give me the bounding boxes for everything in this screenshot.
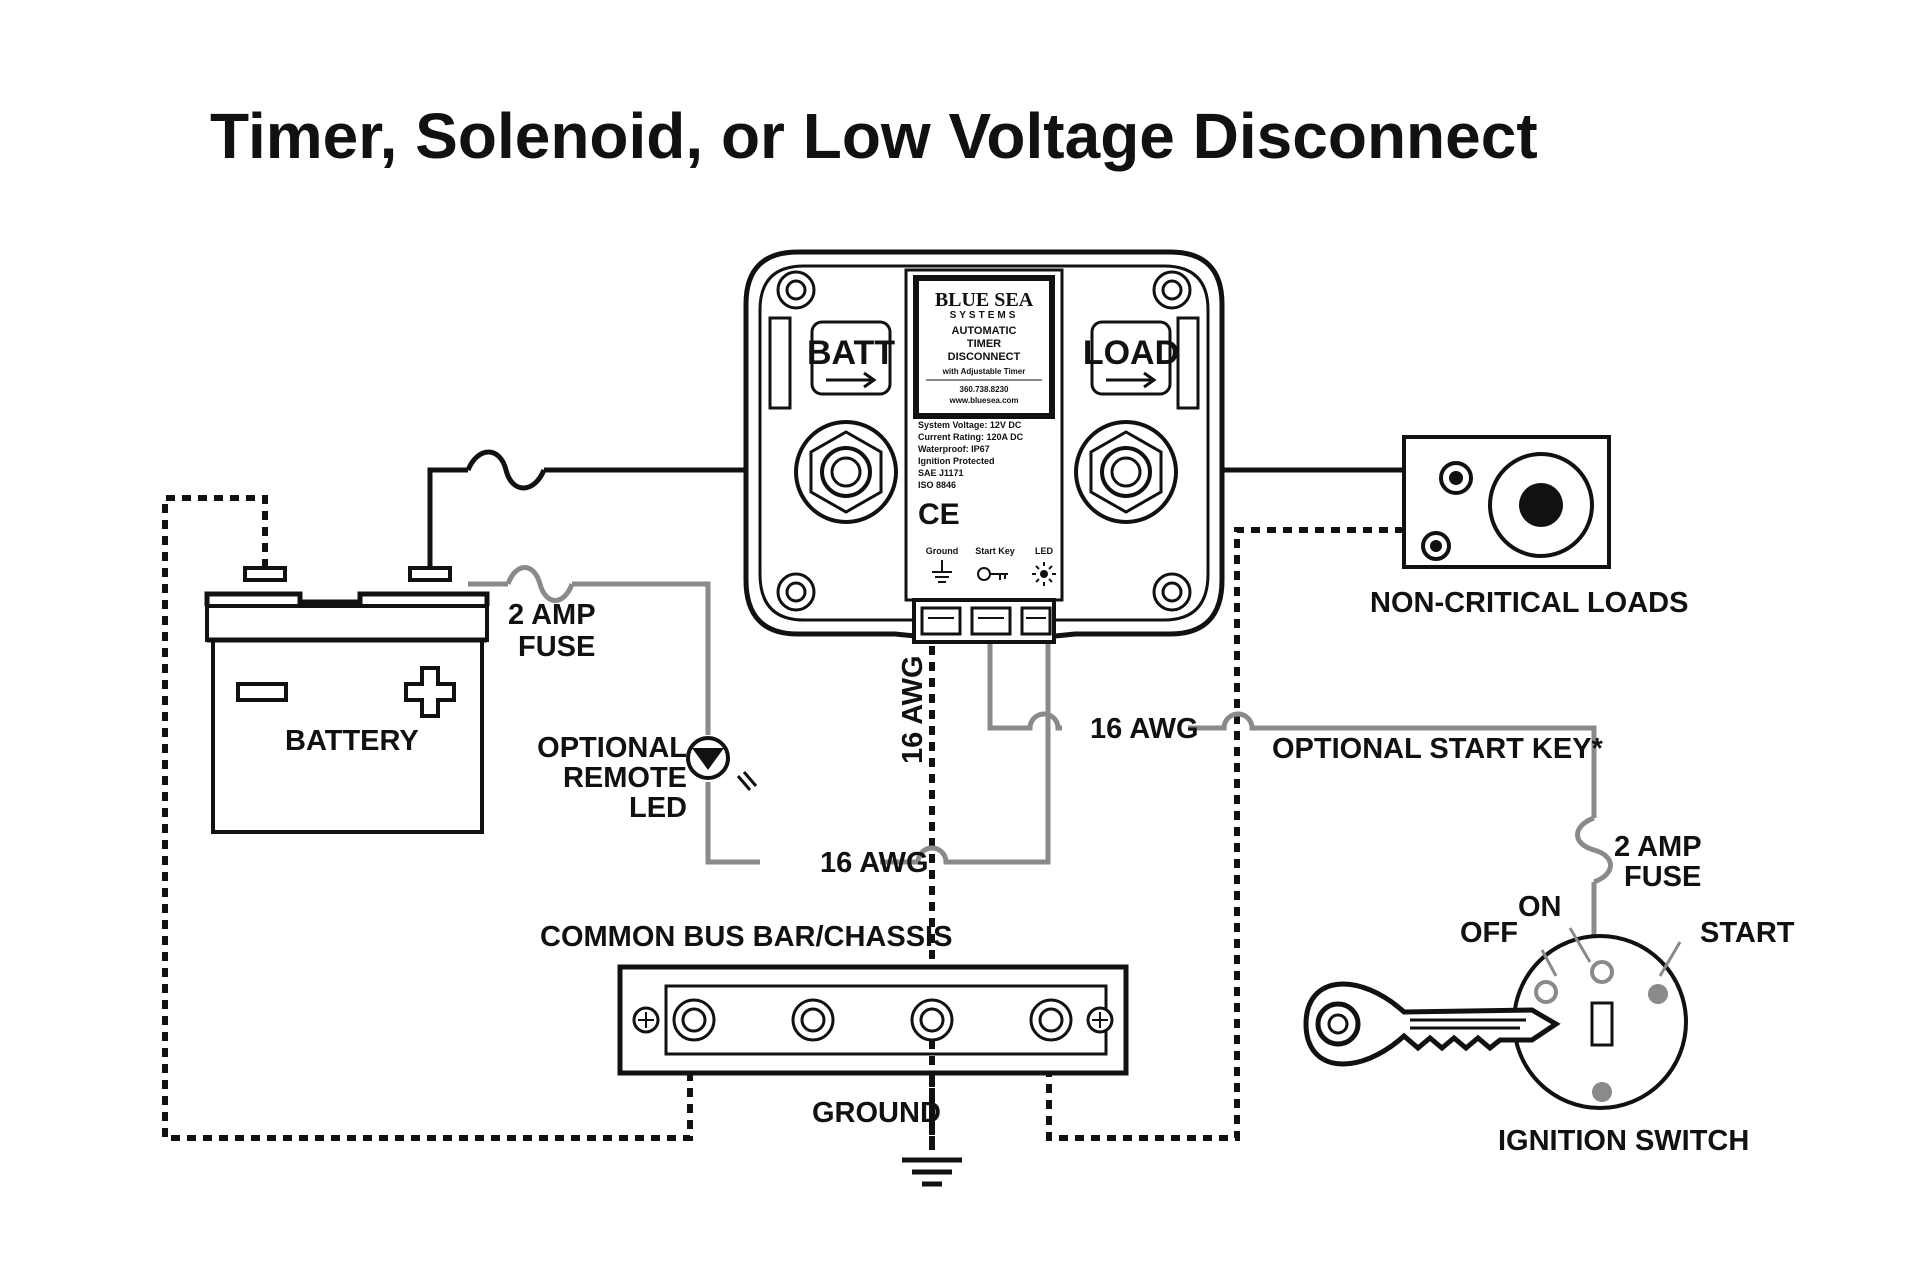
- brand-name: BLUE SEA: [935, 289, 1034, 311]
- spec-line-5: SAE J1171: [918, 468, 964, 478]
- phone-number: 360.738.8230: [960, 385, 1009, 394]
- spec-line-2: Current Rating: 120A DC: [918, 432, 1024, 442]
- batt-arrow-icon: [826, 371, 877, 389]
- led-feed-wire-b: [572, 581, 711, 735]
- ignition-fuse-word-label: FUSE: [1624, 861, 1701, 893]
- product-line-3: DISCONNECT: [948, 351, 1021, 363]
- battery-positive-post: [408, 566, 452, 582]
- optional-start-key-label: OPTIONAL START KEY*: [1272, 733, 1604, 765]
- product-line-2: TIMER: [967, 338, 1001, 350]
- led-fuse-amp-label: 2 AMP: [508, 599, 596, 631]
- optional-led-line-2: REMOTE: [563, 762, 687, 794]
- off-label: OFF: [1460, 917, 1518, 949]
- battery: BATTERY: [204, 566, 490, 834]
- led-symbol-icon: [1032, 562, 1056, 586]
- optional-led-line-3: LED: [629, 792, 687, 824]
- diagram-title: Timer, Solenoid, or Low Voltage Disconne…: [210, 100, 1538, 172]
- start-key-wire-a: [987, 640, 1062, 731]
- spec-line-3: Waterproof: IP67: [918, 444, 990, 454]
- positive-symbol-icon: [404, 666, 456, 718]
- non-critical-loads-label: NON-CRITICAL LOADS: [1370, 587, 1688, 619]
- load-arrow-icon: [1106, 371, 1157, 389]
- bus-bar-studs: [672, 998, 1073, 1042]
- batt-terminal: [794, 420, 898, 524]
- mounting-screws: [776, 270, 1192, 612]
- key-slot-icon: [1590, 1001, 1614, 1047]
- ignition-switch-label: IGNITION SWITCH: [1498, 1125, 1749, 1157]
- battery-positive-wire: [427, 467, 468, 568]
- battery-negative-post: [243, 566, 287, 582]
- led-fuse-word-label: FUSE: [518, 631, 595, 663]
- awg-label-led: 16 AWG: [820, 847, 929, 879]
- spec-line-6: ISO 8846: [918, 480, 956, 490]
- load-label: LOAD: [1083, 334, 1179, 372]
- ground-label: GROUND: [812, 1097, 941, 1129]
- optional-led-line-1: OPTIONAL: [537, 732, 687, 764]
- led-return-wire-a: [705, 782, 760, 865]
- product-subtitle: with Adjustable Timer: [942, 367, 1026, 376]
- terminal-label-ground: Ground: [926, 546, 959, 556]
- awg-label-ground: 16 AWG: [897, 655, 929, 764]
- led-fuse: [505, 565, 575, 603]
- load-terminal: [1074, 420, 1178, 524]
- loads-ground-wire: [1046, 527, 1404, 1141]
- terminal-label-start-key: Start Key: [975, 546, 1015, 556]
- disconnect-device: BATT LOAD BLUE SEA SYSTEMS AUTOMATIC TIM…: [743, 249, 1225, 644]
- bus-bar-label: COMMON BUS BAR/CHASSIS: [540, 921, 952, 953]
- negative-symbol-icon: [236, 682, 288, 702]
- led-return-wire-b: [880, 640, 1051, 865]
- website: www.bluesea.com: [948, 396, 1018, 405]
- earth-ground-icon: [902, 1157, 962, 1187]
- spec-line-4: Ignition Protected: [918, 456, 995, 466]
- accessory-position-dot: [1592, 1082, 1612, 1102]
- spec-line-1: System Voltage: 12V DC: [918, 420, 1022, 430]
- ce-mark: CE: [918, 498, 960, 531]
- batt-label: BATT: [807, 334, 895, 372]
- start-label: START: [1700, 917, 1795, 949]
- battery-label: BATTERY: [285, 725, 419, 757]
- off-position-dot: [1534, 980, 1558, 1004]
- device-brand-plate: [913, 275, 1055, 419]
- start-position-dot: [1648, 984, 1668, 1004]
- led-light-rays-icon: [736, 771, 758, 791]
- on-label: ON: [1518, 891, 1562, 923]
- key-icon: [1303, 981, 1561, 1067]
- control-terminal-block: [912, 598, 1056, 644]
- position-leader-lines: [1540, 927, 1682, 977]
- ignition-fuse: [1575, 815, 1613, 885]
- brand-sub: SYSTEMS: [950, 310, 1019, 321]
- remote-led: OPTIONAL REMOTE LED: [537, 732, 758, 824]
- control-wires: [468, 565, 1613, 968]
- main-fuse: [465, 449, 547, 491]
- key-symbol-icon: [977, 567, 1008, 581]
- awg-label-start-key: 16 AWG: [1090, 713, 1199, 745]
- start-key-wire-b: [1188, 711, 1597, 818]
- bus-bar-mounting-screws: [632, 1006, 1114, 1034]
- product-line-1: AUTOMATIC: [952, 325, 1017, 337]
- common-bus-bar: COMMON BUS BAR/CHASSIS: [540, 921, 1129, 1150]
- ignition-fuse-amp-label: 2 AMP: [1614, 831, 1702, 863]
- on-position-dot: [1590, 960, 1614, 984]
- ground-symbol-icon: [932, 560, 952, 583]
- terminal-label-led: LED: [1035, 546, 1054, 556]
- ignition-switch: OFF ON START IGNITION SWITCH: [1303, 891, 1795, 1157]
- non-critical-loads: NON-CRITICAL LOADS: [1370, 435, 1688, 619]
